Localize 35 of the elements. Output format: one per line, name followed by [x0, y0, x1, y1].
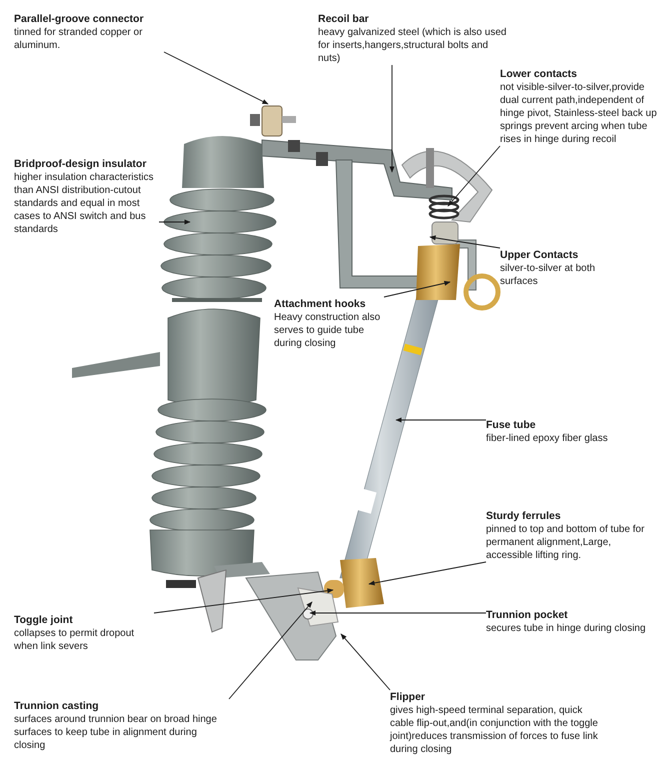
callout-text: tinned for stranded copper or aluminum.	[14, 26, 144, 52]
callout-text: surfaces around trunnion bear on broad hinge surfaces to keep tube in alignment during closing	[14, 713, 218, 752]
leader-line	[384, 280, 451, 298]
callout-heading: Attachment hooks	[274, 297, 367, 311]
callout-text: heavy galvanized steel (which is also used for inserts,hangers,structural bolts and nuts)	[318, 26, 508, 65]
callout-text: Heavy construction also serves to guide tube during closing	[274, 311, 382, 350]
callout-heading: Flipper	[390, 690, 426, 704]
callout-heading: Trunnion pocket	[486, 608, 569, 622]
leader-line	[228, 602, 312, 700]
callout-heading: Parallel-groove connector	[14, 12, 145, 26]
leader-line	[389, 64, 395, 173]
leader-line	[429, 235, 500, 248]
callout-heading: Lower contacts	[500, 67, 578, 81]
callout-heading: Bridproof-design insulator	[14, 157, 148, 171]
leader-line	[309, 610, 486, 616]
callout-heading: Fuse tube	[486, 418, 537, 432]
callout-text: higher insulation characteristics than ANSI distribution-cutout standards and equal in most cases to ANSI switch and bus standards	[14, 171, 155, 236]
callout-heading: Trunnion casting	[14, 699, 100, 713]
callout-text: collapses to permit dropout when link severs	[14, 627, 136, 653]
leader-line	[395, 417, 486, 423]
leader-line	[368, 562, 486, 586]
callout-heading: Recoil bar	[318, 12, 370, 26]
leader-line	[448, 146, 500, 206]
callout-heading: Upper Contacts	[500, 248, 580, 262]
callout-heading: Sturdy ferrules	[486, 509, 562, 523]
callout-heading: Toggle joint	[14, 613, 74, 627]
leader-line	[154, 588, 334, 614]
callout-text: fiber-lined epoxy fiber glass	[486, 432, 609, 445]
callout-text: silver-to-silver at both surfaces	[500, 262, 596, 288]
callout-text: pinned to top and bottom of tube for permanent alignment,Large, accessible lifting ring.	[486, 523, 646, 562]
leader-line	[340, 634, 390, 690]
callout-text: secures tube in hinge during closing	[486, 622, 647, 635]
leader-line	[164, 52, 269, 104]
callout-text: not visible-silver-to-silver,provide dual current path,independent of hinge pivot, Stainless-steel back up springs prevent arcing when tube rises in hinge during recoil	[500, 81, 658, 146]
callout-text: gives high-speed terminal separation, quick cable flip-out,and(in conjunction with the toggle joint)reduces transmission of forces to fuse link during closing	[390, 704, 599, 756]
